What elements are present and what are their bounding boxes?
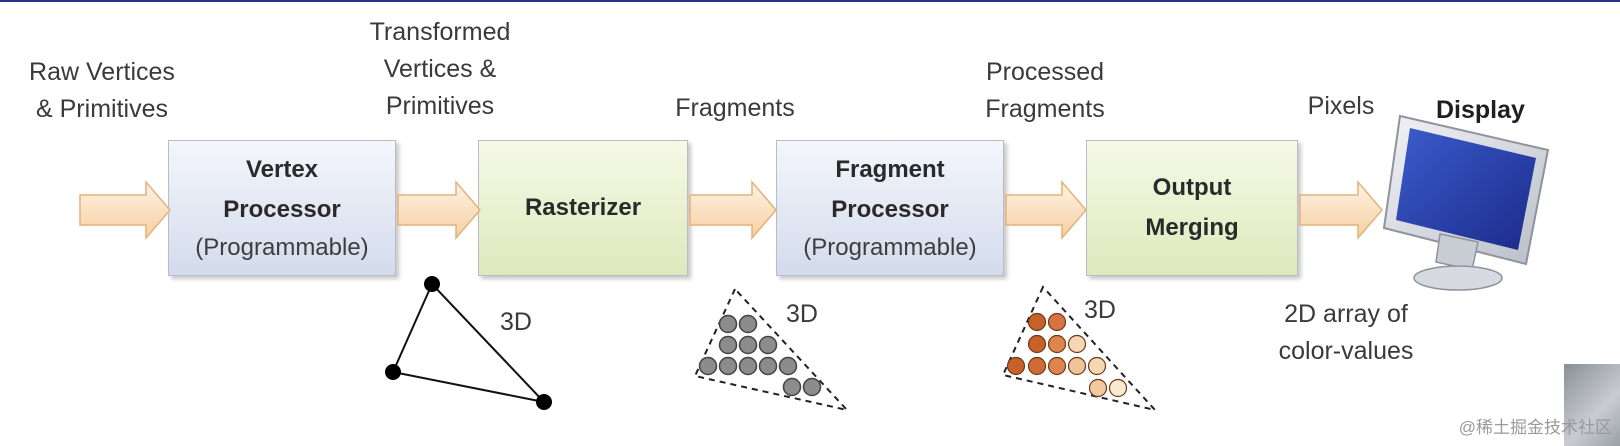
transformed-vertices-label: Transformed Vertices & Primitives bbox=[369, 18, 511, 120]
rasterizer-box: Rasterizer bbox=[478, 140, 688, 276]
rasterizer-title: Rasterizer bbox=[524, 194, 642, 221]
processed-fragments-triangle bbox=[1001, 285, 1158, 412]
arrow-to-display bbox=[1299, 179, 1383, 241]
output-merging-title: Output Merging bbox=[1145, 174, 1239, 241]
output-merging-box: Output Merging bbox=[1086, 140, 1298, 276]
raw-vertices-label: Raw Vertices & Primitives bbox=[29, 58, 175, 123]
vertex-3d-annotation: 3D bbox=[500, 308, 532, 336]
arrow-to-output bbox=[1005, 179, 1087, 241]
vertex-processor-title: Vertex Processor bbox=[223, 156, 341, 223]
color-array-annotation: 2D array of color-values bbox=[1278, 300, 1414, 365]
vertex-processor-subtitle: (Programmable) bbox=[195, 234, 369, 261]
arrow-to-rasterizer bbox=[397, 179, 481, 241]
arrow-to-vertex bbox=[79, 179, 171, 241]
vertex-triangle bbox=[385, 276, 552, 410]
fragment-processor-title: Fragment Processor bbox=[831, 156, 949, 223]
display-monitor-icon bbox=[1382, 114, 1550, 291]
arrow-to-fragment bbox=[689, 179, 777, 241]
vertex-processor-box: Vertex Processor (Programmable) bbox=[168, 140, 396, 276]
processed-3d-annotation: 3D bbox=[1084, 296, 1116, 324]
fragment-processor-subtitle: (Programmable) bbox=[803, 234, 977, 261]
fragment-processor-box: Fragment Processor (Programmable) bbox=[776, 140, 1004, 276]
fragments-label: Fragments bbox=[675, 94, 795, 122]
fragments-triangle bbox=[693, 287, 850, 412]
watermark: @稀土掘金技术社区 bbox=[1458, 418, 1612, 437]
pixels-label: Pixels bbox=[1307, 92, 1375, 120]
fragments-3d-annotation: 3D bbox=[786, 300, 818, 328]
display-label: Display bbox=[1436, 96, 1525, 124]
processed-fragments-label: Processed Fragments bbox=[985, 58, 1105, 123]
corner-thumbnail bbox=[1564, 364, 1620, 446]
